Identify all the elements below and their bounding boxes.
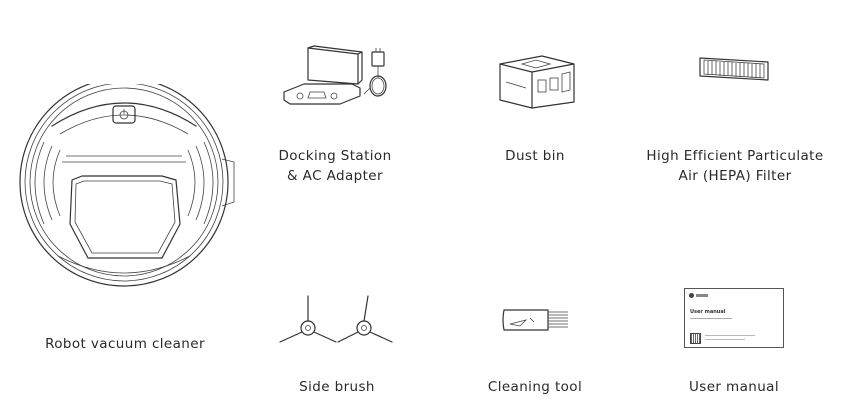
docking-station-caption-line2: & AC Adapter — [287, 168, 383, 184]
user-manual-caption: User manual — [688, 379, 780, 395]
cover-footer-line — [705, 339, 745, 340]
manual-cover-title: User manual — [690, 309, 726, 315]
hepa-filter-caption-line2: Air (HEPA) Filter — [678, 168, 792, 184]
cover-footer-line — [705, 335, 755, 336]
robot-vacuum-illustration — [19, 84, 235, 287]
user-manual-cover: User manual — [684, 288, 784, 348]
qr-code-icon — [690, 333, 701, 344]
hepa-filter-caption-line1: High Efficient Particulate — [646, 148, 824, 164]
dust-bin-caption: Dust bin — [505, 148, 565, 164]
cover-text-line — [690, 318, 732, 319]
dust-bin-illustration — [499, 55, 575, 109]
side-brush-caption: Side brush — [299, 379, 375, 395]
docking-station-caption-line1: Docking Station — [278, 148, 392, 164]
cleaning-tool-caption: Cleaning tool — [487, 379, 583, 395]
side-brush-illustration — [279, 295, 393, 343]
logo-icon — [689, 293, 694, 298]
logo-text-bar — [696, 294, 708, 297]
robot-vacuum-caption: Robot vacuum cleaner — [45, 336, 205, 352]
docking-station-illustration — [283, 45, 387, 105]
hepa-filter-illustration — [699, 57, 769, 81]
cleaning-tool-illustration — [502, 309, 568, 331]
